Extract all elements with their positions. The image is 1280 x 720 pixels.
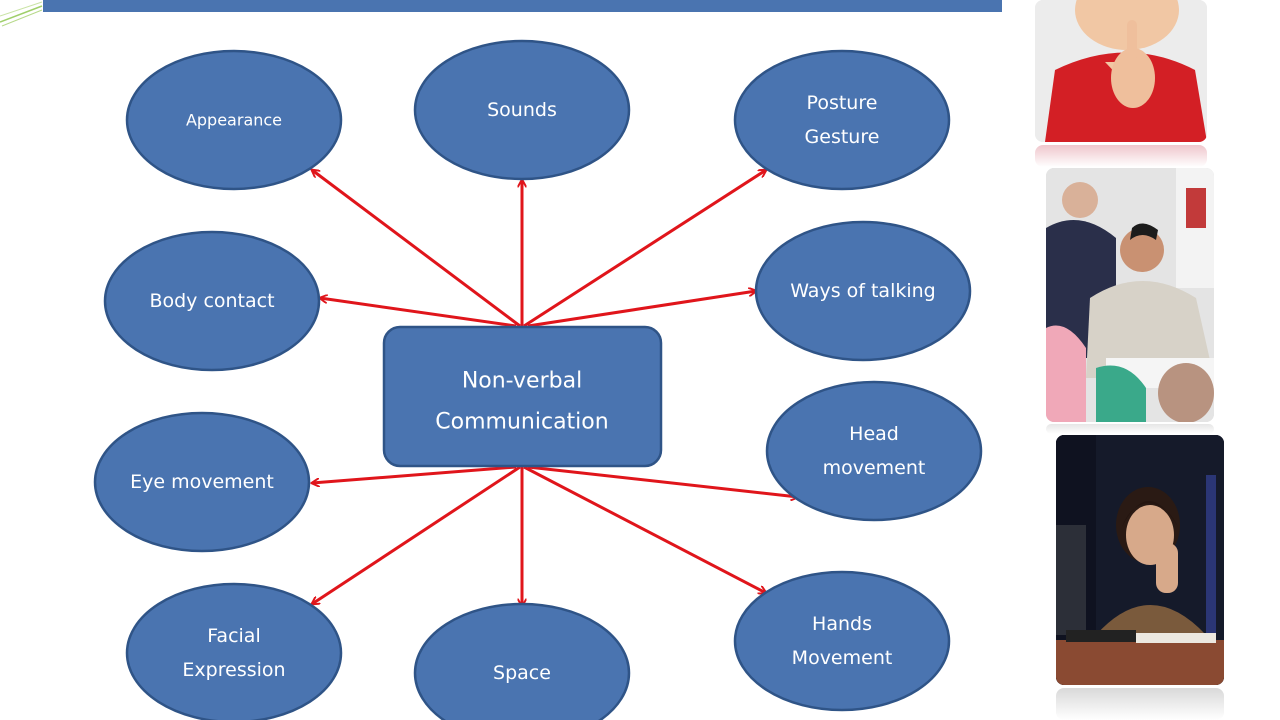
call-center-agent-photo [1056,435,1224,685]
node-appearance-shape [125,49,343,191]
node-sounds-label: Sounds [487,99,557,121]
node-eye-movement: Eye movement [93,411,311,553]
photo-reflection [1046,424,1214,434]
arrow-to-posture-gesture [523,170,766,328]
arrow-to-eye-movement [312,465,517,483]
node-facial-expression-label: Expression [182,659,285,681]
node-ways-of-talking-label: Ways of talking [790,280,936,302]
node-body-contact-label: Body contact [149,290,274,312]
child-thinking-photo [1035,0,1207,142]
arrow-to-body-contact [320,298,517,328]
teacher-student-photo [1046,168,1214,422]
node-head-movement-label: movement [823,457,926,479]
arrow-to-head-movement [527,465,798,497]
center-node-shape [382,325,663,468]
arrow-to-ways-of-talking [527,291,756,328]
center-node-label-line1: Non-verbal [462,369,582,394]
node-appearance: Appearance [125,49,343,191]
node-space-shape [413,602,631,720]
corner-decoration [0,1,43,27]
node-space-label: Space [493,662,551,684]
arrow-to-facial-expression [312,465,521,604]
node-eye-movement-label: Eye movement [130,471,274,493]
node-ways-of-talking-shape [754,220,972,362]
node-space: Space [413,602,631,720]
node-sounds: Sounds [413,39,631,181]
photo-reflection [1035,145,1207,167]
node-ways-of-talking: Ways of talking [754,220,972,362]
arrow-to-hands-movement [523,465,766,593]
node-facial-expression-label: Facial [207,625,260,647]
node-eye-movement-shape [93,411,311,553]
node-hands-movement-shape [733,570,951,712]
node-facial-expression-shape [125,582,343,720]
node-head-movement-label: Head [849,423,899,445]
node-sounds-shape [413,39,631,181]
node-body-contact: Body contact [103,230,321,372]
node-hands-movement-label: Movement [792,647,893,669]
node-posture-gesture-label: Posture [807,92,878,114]
photo-reflection [1056,688,1224,720]
header-bar [43,0,1002,12]
node-appearance-label: Appearance [186,111,282,130]
arrow-to-appearance [312,170,521,328]
center-node-label-line2: Communication [435,410,608,435]
node-hands-movement-label: Hands [812,613,872,635]
node-posture-gesture-shape [733,49,951,191]
node-head-movement-shape [765,380,983,522]
node-posture-gesture-label: Gesture [805,126,880,148]
node-head-movement: Head movement [765,380,983,522]
node-body-contact-shape [103,230,321,372]
